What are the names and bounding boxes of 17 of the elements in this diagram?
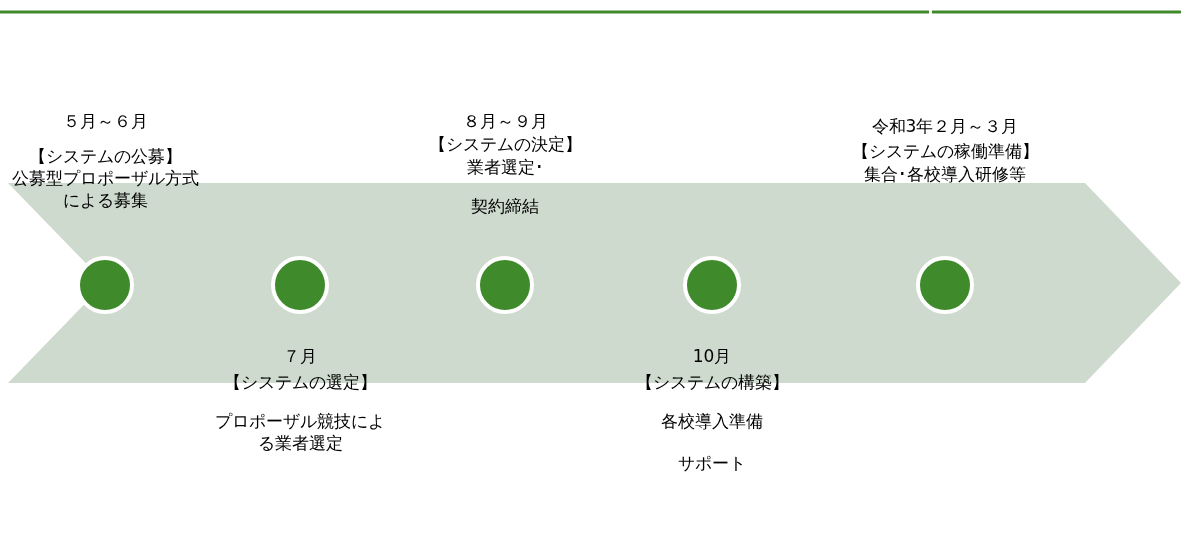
phase-description: 集合･各校導入研修等: [864, 163, 1026, 185]
phase-description: 公募型プロポーザル方式による募集: [10, 167, 200, 211]
phase-heading: 【システムの選定】: [223, 371, 377, 393]
date-label: 10月: [692, 345, 732, 367]
date-label: ７月: [283, 345, 317, 367]
phase-heading: 【システムの稼働準備】: [851, 140, 1039, 162]
phase-heading: 【システムの公募】: [28, 145, 182, 167]
phase-description: 契約締結: [471, 195, 539, 217]
phase-heading: 【システムの構築】: [635, 371, 789, 393]
date-label: 令和3年２月～３月: [871, 115, 1019, 137]
phase-heading: 【システムの決定】: [428, 133, 582, 155]
phase-description: サポート: [678, 452, 746, 474]
phase-description: 業者選定･: [466, 156, 544, 178]
phase-description: 各校導入準備: [661, 410, 763, 432]
phase-description: プロポーザル競技による業者選定: [215, 410, 385, 454]
date-label: ５月～６月: [62, 110, 148, 132]
date-label: ８月～９月: [462, 110, 548, 132]
